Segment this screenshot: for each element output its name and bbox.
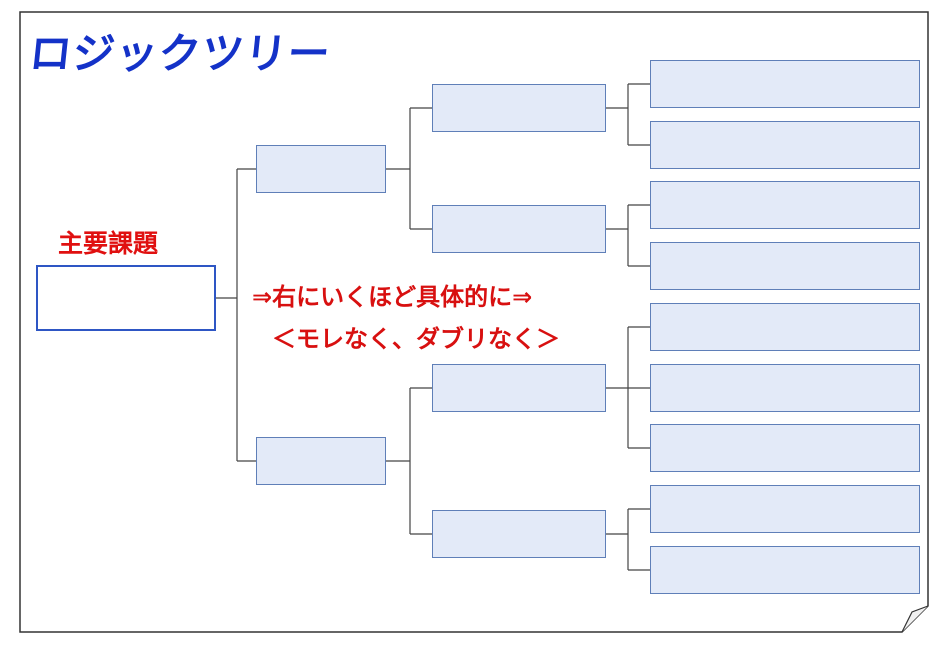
level3-node[interactable] <box>650 424 920 472</box>
main-issue-box[interactable] <box>36 265 216 331</box>
level3-node[interactable] <box>650 303 920 351</box>
level2-node[interactable] <box>432 364 606 412</box>
instruction-note-1: ⇒右にいくほど具体的に⇒ <box>252 283 533 311</box>
level3-node[interactable] <box>650 181 920 229</box>
tree-connectors <box>216 83 650 571</box>
level2-node[interactable] <box>432 205 606 253</box>
level1-node[interactable] <box>256 145 386 193</box>
main-issue-label: 主要課題 <box>58 229 159 258</box>
level3-node[interactable] <box>650 364 920 412</box>
level2-node[interactable] <box>432 510 606 558</box>
level3-node[interactable] <box>650 242 920 290</box>
level3-node[interactable] <box>650 546 920 594</box>
level3-node[interactable] <box>650 121 920 169</box>
level1-node[interactable] <box>256 437 386 485</box>
instruction-note-2: ＜モレなく、ダブリなく＞ <box>272 325 560 353</box>
level3-node[interactable] <box>650 60 920 108</box>
page-title: ロジックツリー <box>27 29 334 78</box>
folded-corner <box>901 605 929 633</box>
level2-node[interactable] <box>432 84 606 132</box>
level3-node[interactable] <box>650 485 920 533</box>
